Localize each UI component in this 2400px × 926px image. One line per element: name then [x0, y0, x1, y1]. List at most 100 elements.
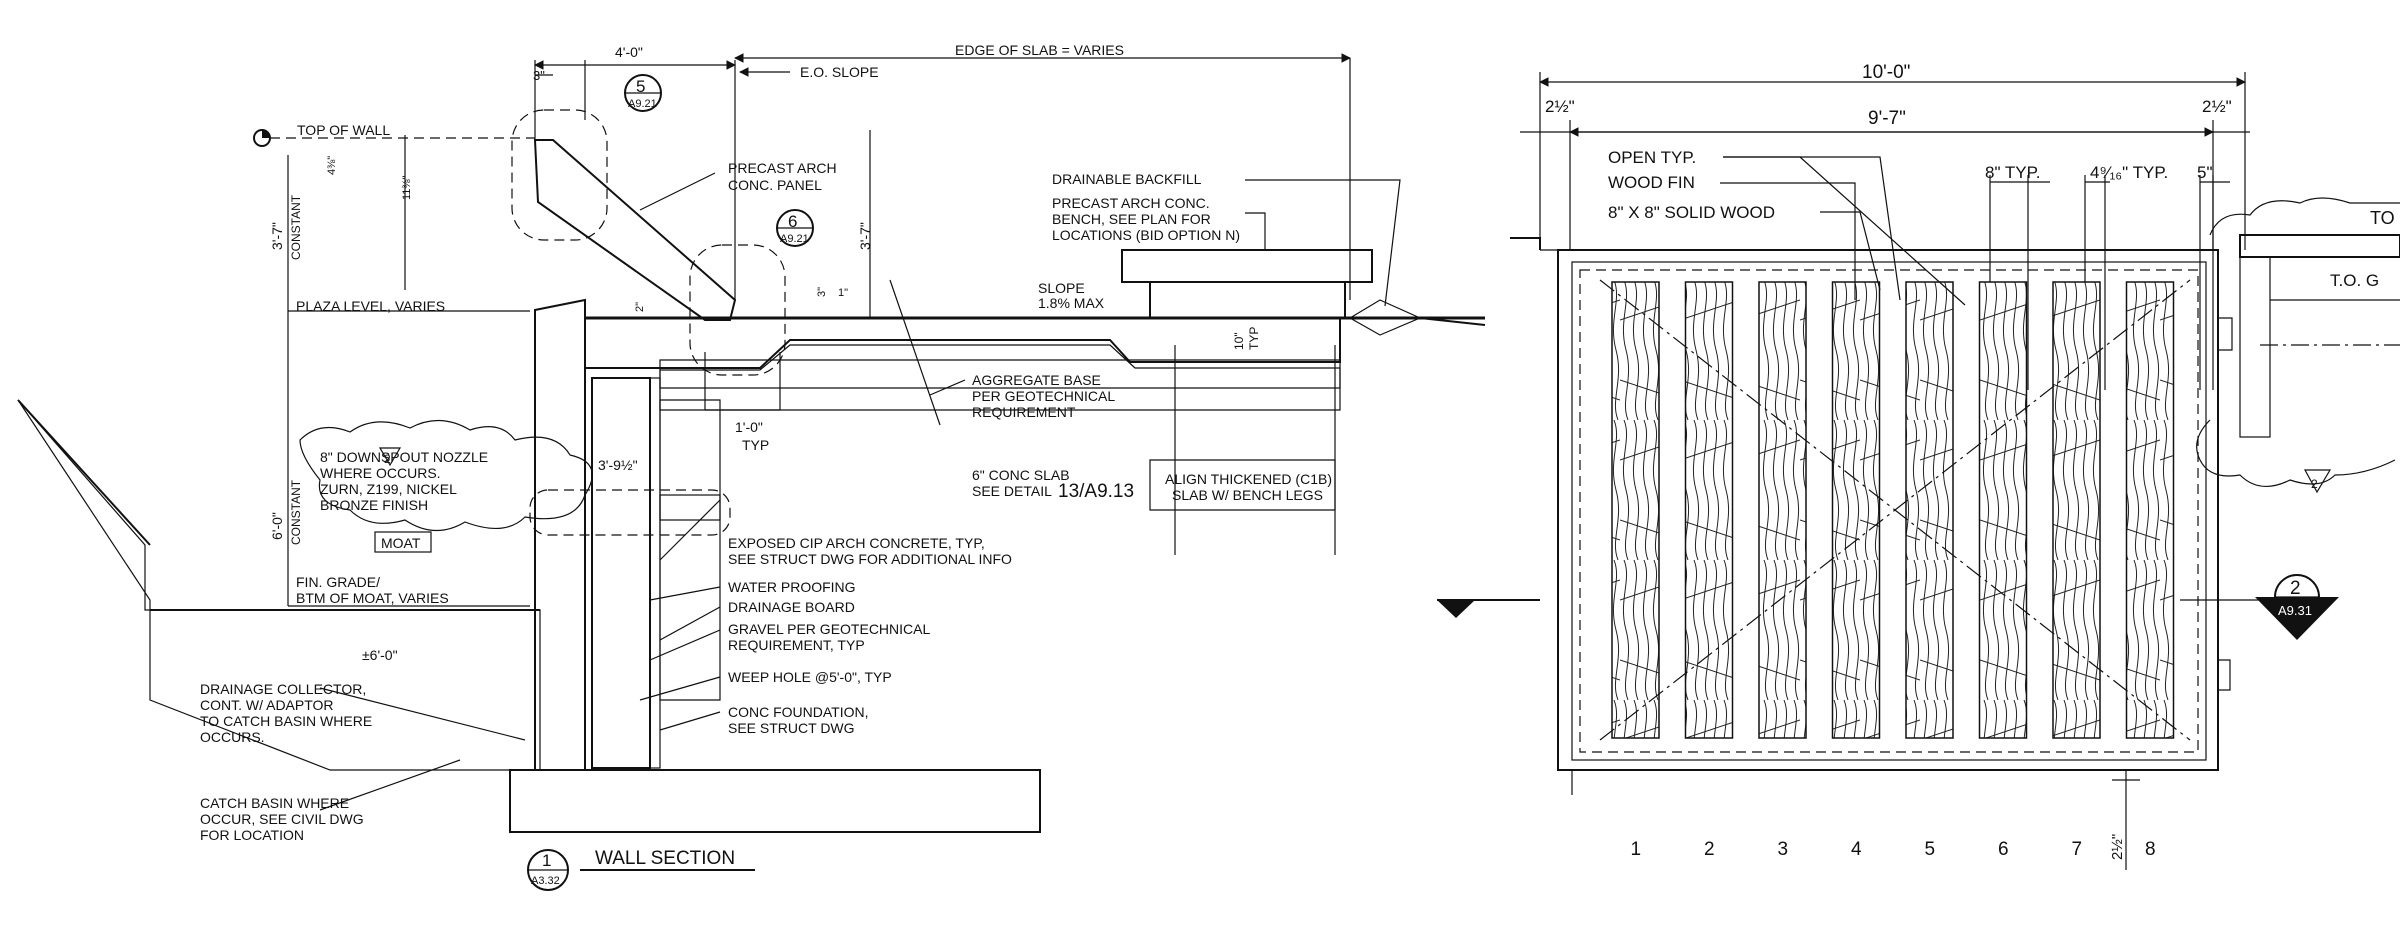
dim-one-ft: 1'-0" [735, 419, 763, 435]
wall-section-text: 4'-0" EDGE OF SLAB = VARIES 3" E.O. SLOP… [200, 42, 1332, 887]
dim-lower-height-label: CONSTANT [289, 479, 303, 545]
dim-ten-in: 10" [1232, 332, 1246, 350]
dim-bottom: 2½" [2109, 834, 2126, 860]
dim-top-width: 4'-0" [615, 44, 643, 60]
label-align-2: SLAB W/ BENCH LEGS [1172, 487, 1323, 503]
dim-lower-height: 6'-0" [269, 512, 285, 540]
dim-right-height: 3'-7" [857, 222, 873, 250]
bench-slat-6 [1978, 281, 2028, 739]
callout-5-number: 5 [636, 77, 645, 96]
section-callout-sheet: A9.31 [2278, 603, 2312, 618]
wall-section-detail [17, 53, 1486, 891]
label-weep-hole: WEEP HOLE @5'-0", TYP [728, 669, 892, 685]
dim-pm-six: ±6'-0" [362, 647, 398, 663]
dim-ten-typ: TYP [1247, 327, 1261, 350]
dim-one-ft-typ: TYP [742, 437, 769, 453]
bench-plan-text: 10'-0" 9'-7" 2½" 2½" OPEN TYP. WOOD FIN … [1545, 62, 2395, 860]
label-align-1: ALIGN THICKENED (C1B) [1165, 471, 1332, 487]
dim-three-in: 3" [533, 68, 545, 83]
label-nozzle-2: WHERE OCCURS. [320, 465, 441, 481]
dim-two-in: 2" [634, 302, 646, 312]
dim-one-in: 1" [838, 287, 848, 299]
label-catch-1: CATCH BASIN WHERE [200, 795, 349, 811]
label-open-typ: OPEN TYP. [1608, 148, 1696, 167]
label-exposed-2: SEE STRUCT DWG FOR ADDITIONAL INFO [728, 551, 1012, 567]
dim-inner-width: 9'-7" [1868, 108, 1906, 129]
bench-slat-8 [2125, 281, 2175, 739]
label-exposed-1: EXPOSED CIP ARCH CONCRETE, TYP, [728, 535, 985, 551]
bench-plan-detail [1437, 72, 2400, 870]
label-drainage-board: DRAINAGE BOARD [728, 599, 855, 615]
label-catch-3: FOR LOCATION [200, 827, 304, 843]
label-agg-1: AGGREGATE BASE [972, 372, 1101, 388]
dim-small-b: 11⅜" [401, 175, 413, 200]
label-nozzle-3: ZURN, Z199, NICKEL [320, 481, 457, 497]
dim-left-edge: 2½" [1545, 97, 1575, 116]
bench-slat-7 [2052, 281, 2101, 739]
label-slab-ref: 13/A9.13 [1058, 481, 1134, 502]
bench-slat-4 [1831, 281, 1881, 739]
bench-slat-1 [1611, 281, 1660, 739]
dim-three-in-b: 3" [816, 287, 828, 297]
label-gravel-2: REQUIREMENT, TYP [728, 637, 865, 653]
label-collector-4: OCCURS. [200, 729, 265, 745]
label-catch-2: OCCUR, SEE CIVIL DWG [200, 811, 364, 827]
label-tog: T.O. G [2330, 271, 2379, 290]
label-top-of-wall: TOP OF WALL [297, 122, 390, 138]
slat-number-1: 1 [1631, 839, 1642, 860]
label-moat: MOAT [381, 535, 421, 551]
dim-right-edge: 2½" [2202, 97, 2232, 116]
dim-wall-height: 3'-7" [269, 222, 285, 250]
label-nozzle-1: 8" DOWNSPOUT NOZZLE [320, 449, 488, 465]
label-slope-1: SLOPE [1038, 280, 1085, 296]
label-plaza-level: PLAZA LEVEL, VARIES [296, 298, 445, 314]
label-bench-3: LOCATIONS (BID OPTION N) [1052, 227, 1240, 243]
title-number: 1 [542, 851, 551, 870]
title-sheet: A3.32 [531, 875, 560, 887]
dim-end-gap: 5" [2197, 163, 2213, 182]
label-slab-1: 6" CONC SLAB [972, 467, 1070, 483]
dim-edge-of-slab: EDGE OF SLAB = VARIES [955, 42, 1124, 58]
bench-slat-2 [1684, 281, 1734, 739]
bench-slats [1611, 281, 2175, 739]
dim-slat-typ: 8" TYP. [1985, 163, 2041, 182]
label-collector-3: TO CATCH BASIN WHERE [200, 713, 372, 729]
slat-number-2: 2 [1704, 839, 1715, 860]
bench-slat-5 [1905, 281, 1954, 739]
bench-slat-3 [1758, 281, 1807, 739]
callout-6-sheet: A9.21 [780, 233, 809, 245]
callout-6-number: 6 [788, 212, 797, 231]
label-bench-2: BENCH, SEE PLAN FOR [1052, 211, 1211, 227]
dim-wall-height-label: CONSTANT [289, 194, 303, 260]
dim-small-a: 4⅜" [326, 156, 338, 175]
slat-number-3: 3 [1778, 839, 1789, 860]
dim-three-nine: 3'-9½" [598, 457, 638, 473]
label-fin-grade-2: BTM OF MOAT, VARIES [296, 590, 449, 606]
label-wood-fin: WOOD FIN [1608, 173, 1695, 192]
rev-triangle-left: 2 [384, 452, 391, 466]
label-precast-1: PRECAST ARCH [728, 160, 837, 176]
label-bench-1: PRECAST ARCH CONC. [1052, 195, 1210, 211]
label-foundation-1: CONC FOUNDATION, [728, 704, 869, 720]
label-agg-3: REQUIREMENT [972, 404, 1076, 420]
label-gravel-1: GRAVEL PER GEOTECHNICAL [728, 621, 930, 637]
slat-number-8: 8 [2145, 839, 2156, 860]
section-callout-number: 2 [2290, 578, 2301, 599]
rev-triangle-right: 2 [2311, 477, 2318, 491]
title-wall-section: WALL SECTION [595, 848, 735, 869]
label-water-proofing: WATER PROOFING [728, 579, 856, 595]
label-slope-2: 1.8% MAX [1038, 295, 1105, 311]
callout-5-sheet: A9.21 [628, 98, 657, 110]
label-agg-2: PER GEOTECHNICAL [972, 388, 1115, 404]
label-eo-slope: E.O. SLOPE [800, 64, 879, 80]
slat-number-4: 4 [1851, 839, 1862, 860]
label-precast-2: CONC. PANEL [728, 177, 822, 193]
label-slab-2: SEE DETAIL [972, 483, 1052, 499]
label-drainable-backfill: DRAINABLE BACKFILL [1052, 171, 1202, 187]
label-solid-wood: 8" X 8" SOLID WOOD [1608, 203, 1775, 222]
slat-number-5: 5 [1925, 839, 1936, 860]
label-collector-1: DRAINAGE COLLECTOR, [200, 681, 366, 697]
label-fin-grade-1: FIN. GRADE/ [296, 574, 380, 590]
